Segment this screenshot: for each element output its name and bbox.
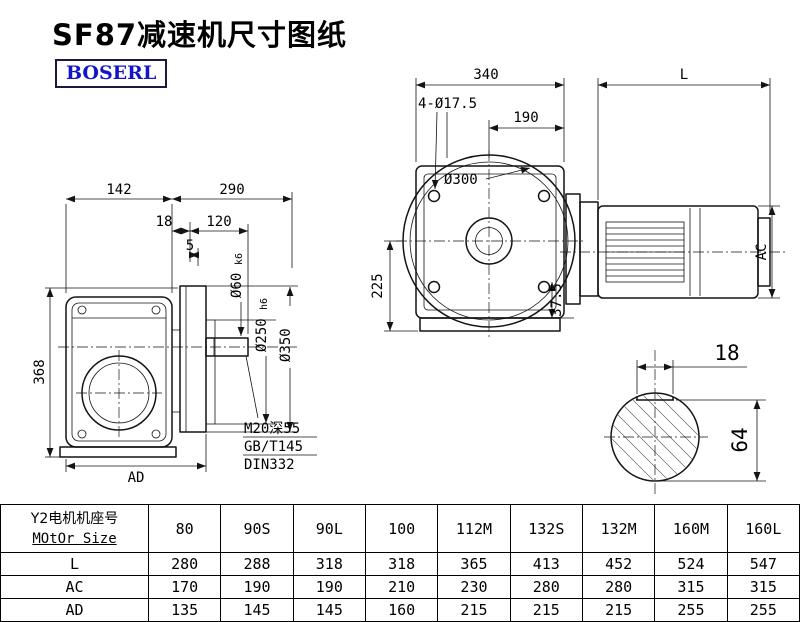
dia-250h6-label: Ø250 h6 (254, 298, 270, 352)
table-cell: 190 (220, 575, 294, 599)
gearbox-side-view (58, 285, 300, 458)
row-label-AD: AD (0, 598, 149, 622)
shaft-section-view: 18 64 (604, 341, 766, 494)
motor-size-table: Y2电机机座号 MOtOr Size 80 90S 90L 100 112M 1… (0, 504, 800, 622)
dim-key-18-label: 18 (714, 341, 739, 365)
table-cell: 288 (220, 552, 294, 576)
table-cell: 160 (364, 598, 439, 622)
table-cell: 524 (654, 552, 728, 576)
table-cell: 280 (147, 552, 222, 576)
size-col-header: 132M (581, 504, 656, 553)
side-view-dimensions: 142 290 18 120 5 368 AD (32, 182, 317, 486)
table-cell: 280 (581, 575, 656, 599)
motor-size-label-cn: Y2电机机座号 (30, 510, 119, 527)
size-col-header: 90S (220, 504, 294, 553)
table-cell: 547 (726, 552, 800, 576)
size-col-header: 160M (654, 504, 728, 553)
dim-l-label: L (680, 67, 688, 83)
note-din-label: DIN332 (244, 457, 295, 473)
table-cell: 215 (437, 598, 511, 622)
row-label-L: L (0, 552, 149, 576)
size-col-header: 80 (147, 504, 222, 553)
dim-368-label: 368 (32, 359, 48, 384)
dim-37-5-label: 37.5 (549, 283, 565, 317)
table-cell: 230 (437, 575, 511, 599)
table-cell: 215 (509, 598, 583, 622)
table-cell: 145 (220, 598, 294, 622)
table-cell: 452 (581, 552, 656, 576)
front-view-dimensions: 340 L 4-Ø17.5 190 Ø300 225 (370, 67, 780, 332)
size-col-header: 100 (364, 504, 439, 553)
dim-ad-label: AD (128, 470, 145, 486)
table-cell: 318 (364, 552, 439, 576)
dia-350-label: Ø350 (278, 328, 294, 362)
dim-190-label: 190 (513, 110, 538, 126)
table-cell: 135 (147, 598, 222, 622)
dia-300-label: Ø300 (444, 172, 478, 188)
dim-142-label: 142 (106, 182, 131, 198)
table-cell: 365 (437, 552, 511, 576)
size-col-header: 90L (292, 504, 366, 553)
dim-5-label: 5 (186, 238, 194, 254)
svg-text:k6: k6 (234, 253, 245, 265)
table-row-AC: AC 170 190 190 210 230 280 280 315 315 (0, 575, 800, 599)
table-cell: 215 (581, 598, 656, 622)
table-cell: 190 (292, 575, 366, 599)
dim-ac-label: AC (754, 244, 770, 261)
table-cell: 315 (654, 575, 728, 599)
motor-size-label-en: MOtOr Size (32, 530, 117, 547)
table-cell: 145 (292, 598, 366, 622)
table-cell: 413 (509, 552, 583, 576)
size-col-header: 160L (726, 504, 800, 553)
note-gb-label: GB/T145 (244, 439, 303, 455)
dim-holes-label: 4-Ø17.5 (418, 96, 477, 112)
svg-text:Ø350: Ø350 (278, 328, 294, 362)
dim-225-label: 225 (370, 273, 386, 298)
size-col-header: 132S (509, 504, 583, 553)
table-cell: 318 (292, 552, 366, 576)
table-cell: 255 (654, 598, 728, 622)
table-cell: 210 (364, 575, 439, 599)
technical-drawing: 142 290 18 120 5 368 AD (32, 67, 786, 494)
note-m20-label: M20深55 (244, 421, 300, 437)
table-cell: 255 (726, 598, 800, 622)
table-cell: 315 (726, 575, 800, 599)
dim-18-label: 18 (156, 214, 173, 230)
dim-64-label: 64 (728, 427, 752, 452)
dim-340-label: 340 (473, 67, 498, 83)
page-title: SF87减速机尺寸图纸 (52, 18, 348, 52)
boserl-logo: BOSERL (55, 59, 168, 88)
table-row-AD: AD 135 145 145 160 215 215 215 255 255 (0, 598, 800, 622)
table-cell: 170 (147, 575, 222, 599)
row-label-AC: AC (0, 575, 149, 599)
svg-text:h6: h6 (259, 298, 270, 310)
svg-text:Ø60: Ø60 (229, 273, 245, 298)
dim-120-label: 120 (206, 214, 231, 230)
dia-60k6-label: Ø60 k6 (229, 253, 245, 298)
dim-290-label: 290 (219, 182, 244, 198)
boserl-logo-text: BOSERL (66, 62, 157, 84)
motor-size-header-cell: Y2电机机座号 MOtOr Size (0, 504, 149, 553)
svg-text:Ø250: Ø250 (254, 318, 270, 352)
table-cell: 280 (509, 575, 583, 599)
size-col-header: 112M (437, 504, 511, 553)
table-row-L: L 280 288 318 318 365 413 452 524 547 (0, 552, 800, 576)
motor (560, 193, 786, 305)
table-header-row: Y2电机机座号 MOtOr Size 80 90S 90L 100 112M 1… (0, 504, 800, 553)
